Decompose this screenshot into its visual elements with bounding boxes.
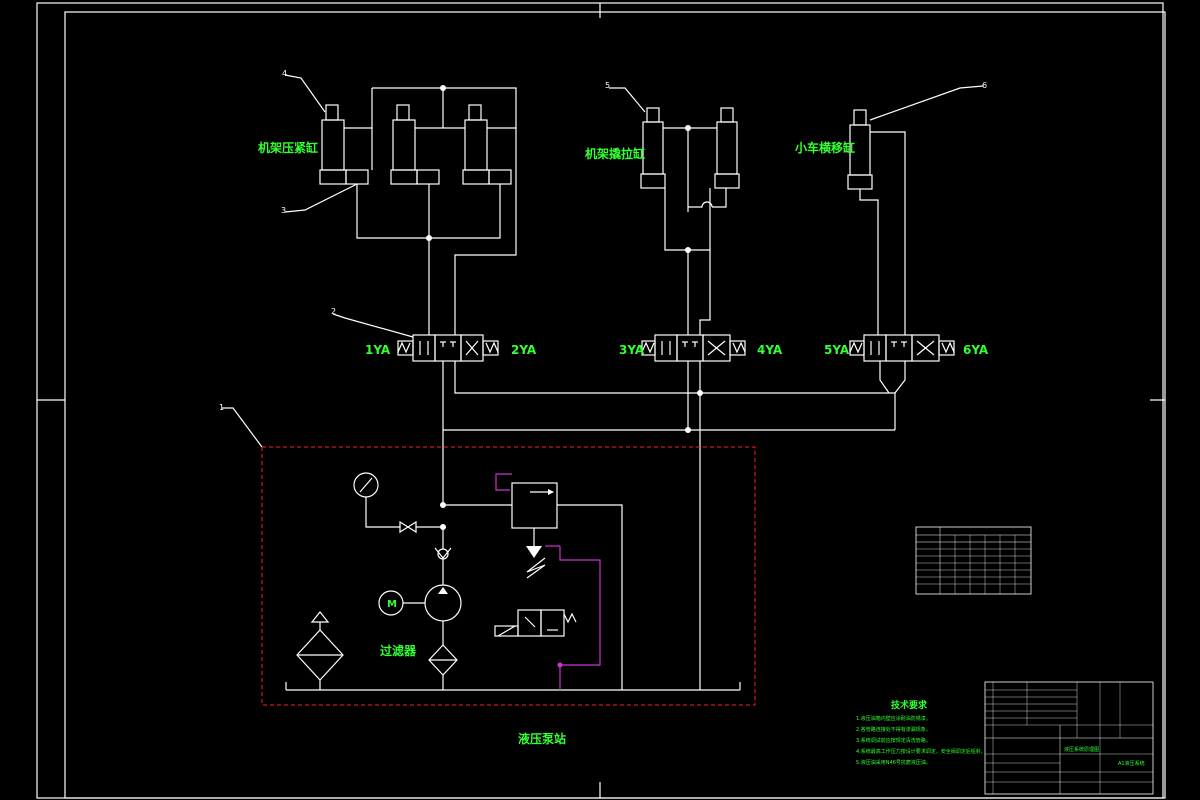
solenoid-2ya: 2YA: [511, 343, 537, 357]
cart-cylinder-label: 小车横移缸: [795, 140, 855, 155]
callout-leaders: [222, 74, 984, 448]
tech-line-3: 3.系统调试前应按规定清洗管路。: [856, 737, 931, 744]
title-block: [984, 681, 1154, 795]
solenoid-4ya: 4YA: [757, 343, 783, 357]
tech-requirements-title: 技术要求: [891, 699, 928, 711]
callout-2: 2: [331, 307, 336, 316]
pull-cylinder-group: [640, 107, 740, 335]
drawing-name: 液压系统原理图: [1064, 746, 1099, 753]
solenoid-action-table: [915, 526, 1032, 595]
cart-cylinder-group: [847, 109, 906, 335]
drawing-frame: [36, 2, 1166, 799]
drawing-number: A1液压系统: [1118, 760, 1145, 767]
callout-4: 4: [282, 69, 287, 78]
solenoid-3ya: 3YA: [619, 343, 645, 357]
pump-station-label: 液压泵站: [518, 731, 566, 746]
callout-5: 5: [605, 81, 610, 90]
tech-line-1: 1.液压油箱内壁应涂耐油防锈漆。: [856, 715, 931, 722]
directional-valve-1: [397, 334, 895, 505]
tech-line-5: 5.液压油采用N46号抗磨液压油。: [856, 759, 931, 766]
solenoid-6ya: 6YA: [963, 343, 989, 357]
directional-valve-2: [641, 334, 746, 690]
callout-1: 1: [219, 403, 224, 412]
solenoid-5ya: 5YA: [824, 343, 850, 357]
tech-line-2: 2.各管路连接处不得有渗漏现象。: [856, 726, 931, 733]
press-cylinder-group: [319, 85, 517, 335]
solenoid-1ya: 1YA: [365, 343, 391, 357]
tech-line-4: 4.系统最高工作压力按设计要求调定，安全阀调定后铅封。: [856, 748, 986, 755]
pull-cylinder-label: 机架撬拉缸: [585, 146, 645, 161]
motor-label: M: [387, 599, 397, 610]
pump-station: [261, 446, 756, 706]
press-cylinder-label: 机架压紧缸: [258, 140, 318, 155]
callout-6: 6: [982, 81, 987, 90]
directional-valve-3: [443, 334, 955, 433]
callout-3: 3: [281, 206, 286, 215]
filter-label: 过滤器: [380, 643, 417, 658]
